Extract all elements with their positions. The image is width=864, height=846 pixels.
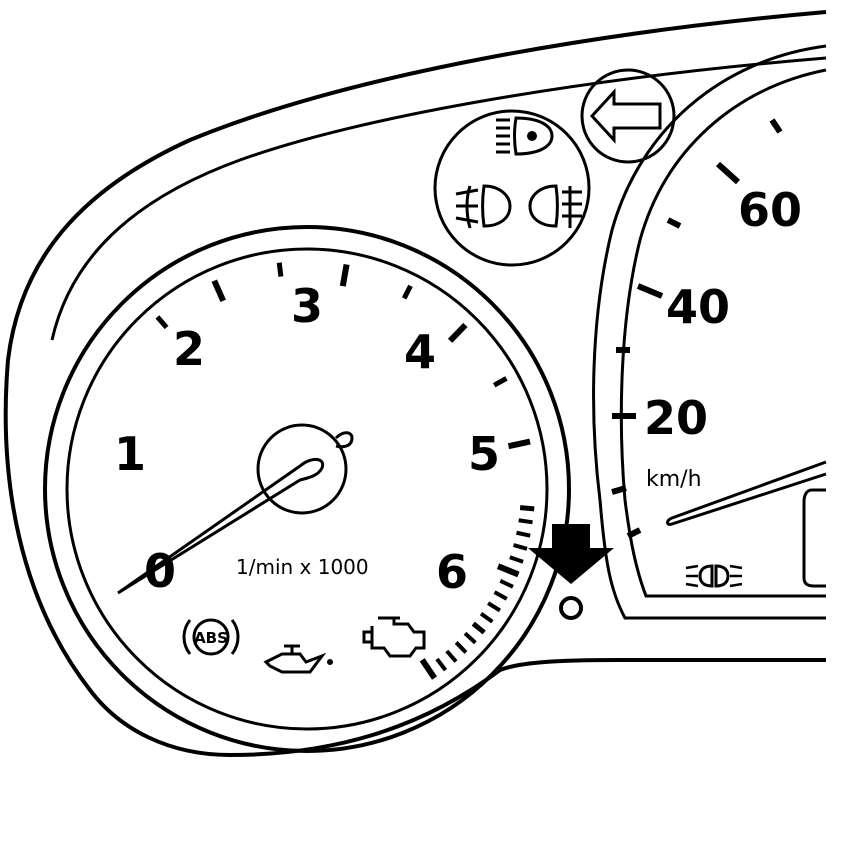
speedometer-label: 40 (666, 280, 730, 334)
rear-fog-light-icon (528, 184, 582, 228)
reset-arrow-icon (528, 524, 614, 584)
speedometer-needle (666, 460, 827, 526)
tachometer-major-tick (339, 263, 350, 287)
tachometer-minor-tick (155, 315, 169, 330)
tachometer-redzone-tick (445, 649, 458, 663)
speedometer-unit: km/h (646, 467, 702, 492)
tachometer-redzone-tick (504, 567, 520, 577)
tachometer-redzone-tick (512, 543, 528, 551)
speedometer-label: 60 (738, 183, 802, 237)
tachometer-redzone-tick (499, 578, 514, 589)
speedometer-label: 20 (644, 391, 708, 445)
tachometer-redzone-tick (487, 601, 501, 613)
speedometer-tick (715, 161, 741, 185)
tachometer-redzone-tick (454, 641, 468, 654)
needle-hub-cap (334, 431, 354, 449)
trip-reset (528, 524, 614, 620)
tachometer-label: 3 (291, 279, 323, 333)
tachometer-ticks (155, 262, 535, 680)
tachometer-redzone-tick (509, 555, 524, 564)
tachometer-redzone-tick (472, 622, 486, 635)
tachometer-major-tick (447, 322, 468, 343)
tachometer-redzone-tick (435, 657, 448, 672)
tachometer-minor-tick (276, 262, 284, 277)
parking-light-icon (685, 564, 743, 588)
speedometer-tick (636, 283, 664, 299)
tachometer-redzone-tick (516, 530, 531, 538)
speedometer-tick (666, 217, 682, 229)
tachometer-redzone-tick (518, 518, 533, 525)
high-beam-icon (496, 116, 554, 156)
tachometer-redzone-tick (425, 665, 437, 680)
abs-warning-icon: ABS (182, 618, 240, 656)
tachometer-label: 1 (114, 427, 146, 481)
tachometer-redzone-tick (493, 590, 508, 601)
warning-light-cluster (433, 68, 676, 267)
tachometer-label: 4 (404, 325, 436, 379)
front-fog-light-icon (455, 184, 512, 229)
tachometer-label: 5 (468, 427, 500, 481)
check-engine-icon (362, 616, 426, 658)
tachometer-major-tick (507, 438, 531, 450)
speedometer-ticks (611, 118, 783, 539)
tachometer-label: 6 (436, 545, 468, 599)
abs-text: ABS (194, 629, 228, 647)
turn-signal-left-icon (589, 88, 662, 144)
speedometer-tick (626, 527, 642, 539)
tachometer-redzone-tick (479, 611, 494, 624)
tachometer-minor-tick (401, 284, 413, 300)
tachometer-minor-tick (492, 376, 508, 388)
needle-hub (256, 423, 348, 515)
tachometer-label: 2 (173, 322, 205, 376)
tachometer-unit: 1/min x 1000 (236, 555, 369, 579)
tachometer-redzone-tick (463, 631, 477, 645)
trip-reset-button[interactable] (559, 596, 583, 620)
tachometer-major-tick (211, 279, 226, 303)
tachometer-redzone-tick (520, 505, 535, 511)
speedometer-tick (769, 118, 783, 134)
cluster-housing (3, 10, 827, 758)
speedometer-tick (611, 485, 627, 495)
oil-pressure-icon (263, 644, 333, 674)
tachometer-needle (117, 458, 325, 595)
